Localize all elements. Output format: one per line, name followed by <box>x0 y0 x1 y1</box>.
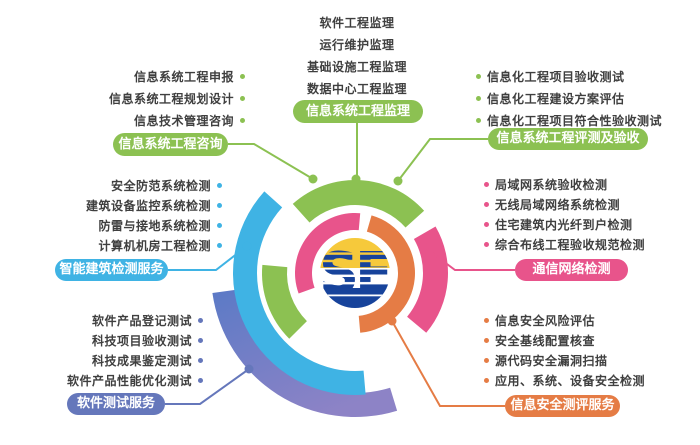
list-item: 信息化工程建设方案评估 <box>476 87 691 109</box>
list-item: 信息安全风险评估 <box>484 310 694 330</box>
bullet-icon <box>240 73 245 79</box>
bullet-icon <box>484 201 489 207</box>
list-item: 信息技术管理咨询 <box>15 109 245 131</box>
connector-dot <box>242 241 252 251</box>
bullet-icon <box>484 317 489 323</box>
bullet-icon <box>217 182 222 188</box>
connector-dot <box>351 174 361 184</box>
pill-consulting: 信息系统工程咨询 <box>113 133 228 156</box>
bullet-icon <box>217 202 222 208</box>
list-item: 无线局域网络系统检测 <box>484 194 694 214</box>
list-item: 信息化工程项目验收测试 <box>476 65 691 87</box>
list-item: 住宅建筑内光纤到户检测 <box>484 214 694 234</box>
connector-evaluation <box>397 138 488 182</box>
connector-comm-network <box>422 245 515 271</box>
logo-letters: SE <box>319 241 390 306</box>
section-info-security-list: 信息安全风险评估 安全基线配置核查 源代码安全漏洞扫描 应用、系统、设备安全检测 <box>484 310 694 390</box>
bullet-icon <box>240 95 245 101</box>
section-evaluation-list: 信息化工程项目验收测试 信息化工程建设方案评估 信息化工程项目符合性验收测试 <box>476 65 691 131</box>
connector-consulting <box>228 143 314 180</box>
list-item: 运行维护监理 <box>319 38 395 52</box>
list-item: 科技成果鉴定测试 <box>3 350 203 370</box>
bullet-icon <box>484 337 489 343</box>
connector-dot <box>387 316 397 326</box>
list-item: 基础设施工程监理 <box>306 60 407 74</box>
bullet-icon <box>476 73 481 79</box>
list-item: 数据中心工程监理 <box>306 82 407 96</box>
connector-smart-building <box>168 245 248 271</box>
bullet-icon <box>484 221 489 227</box>
section-comm-network-list: 局域网系统验收检测 无线局域网络系统检测 住宅建筑内光纤到户检测 综合布线工程验… <box>484 174 694 254</box>
se-logo-icon: SE <box>319 238 390 308</box>
connector-dot <box>418 241 428 251</box>
connectors <box>165 123 515 407</box>
bullet-icon <box>217 222 222 228</box>
bullet-icon <box>484 241 489 247</box>
connector-info-security <box>391 320 505 407</box>
section-supervision-list: 软件工程监理 运行维护监理 基础设施工程监理 数据中心工程监理 <box>257 12 457 100</box>
connector-dot <box>393 176 403 186</box>
pill-comm-network: 通信网络检测 <box>515 259 628 281</box>
bullet-icon <box>484 377 489 383</box>
pill-software-testing: 软件测试服务 <box>67 393 165 415</box>
list-item: 应用、系统、设备安全检测 <box>484 370 694 390</box>
list-item: 安全基线配置核查 <box>484 330 694 350</box>
bullet-icon <box>198 357 203 363</box>
bullet-icon <box>198 317 203 323</box>
connector-dot <box>308 174 318 184</box>
section-software-testing-list: 软件产品登记测试 科技项目验收测试 科技成果鉴定测试 软件产品性能优化测试 <box>3 310 203 390</box>
bullet-icon <box>476 95 481 101</box>
bullet-icon <box>198 337 203 343</box>
section-consulting-list: 信息系统工程申报 信息系统工程规划设计 信息技术管理咨询 <box>15 65 245 131</box>
list-item: 信息化工程项目符合性验收测试 <box>476 109 691 131</box>
bullet-icon <box>476 117 481 123</box>
bullet-icon <box>198 377 203 383</box>
list-item: 综合布线工程验收规范检测 <box>484 234 694 254</box>
bullet-icon <box>484 357 489 363</box>
list-item: 信息系统工程规划设计 <box>15 87 245 109</box>
bullet-icon <box>484 181 489 187</box>
list-item: 软件工程监理 <box>319 16 395 30</box>
bullet-icon <box>217 242 222 248</box>
list-item: 局域网系统验收检测 <box>484 174 694 194</box>
logo-sea <box>320 288 390 308</box>
pill-smart-building: 智能建筑检测服务 <box>55 259 168 281</box>
section-smart-building-list: 安全防范系统检测 建筑设备监控系统检测 防雷与接地系统检测 计算机机房工程检测 <box>12 175 222 255</box>
list-item: 科技项目验收测试 <box>3 330 203 350</box>
pill-info-security: 信息安全测评服务 <box>505 395 620 417</box>
pill-supervision: 信息系统工程监理 <box>293 100 423 123</box>
pill-evaluation: 信息系统工程评测及验收 <box>488 128 648 150</box>
list-item: 建筑设备监控系统检测 <box>12 195 222 215</box>
list-item: 防雷与接地系统检测 <box>12 215 222 235</box>
list-item: 安全防范系统检测 <box>12 175 222 195</box>
list-item: 软件产品性能优化测试 <box>3 370 203 390</box>
connector-software-testing <box>165 368 250 405</box>
list-item: 信息系统工程申报 <box>15 65 245 87</box>
list-item: 软件产品登记测试 <box>3 310 203 330</box>
bullet-icon <box>240 117 245 123</box>
list-item: 源代码安全漏洞扫描 <box>484 350 694 370</box>
list-item: 计算机机房工程检测 <box>12 235 222 255</box>
connector-dot <box>244 364 254 374</box>
service-rings <box>212 179 448 417</box>
